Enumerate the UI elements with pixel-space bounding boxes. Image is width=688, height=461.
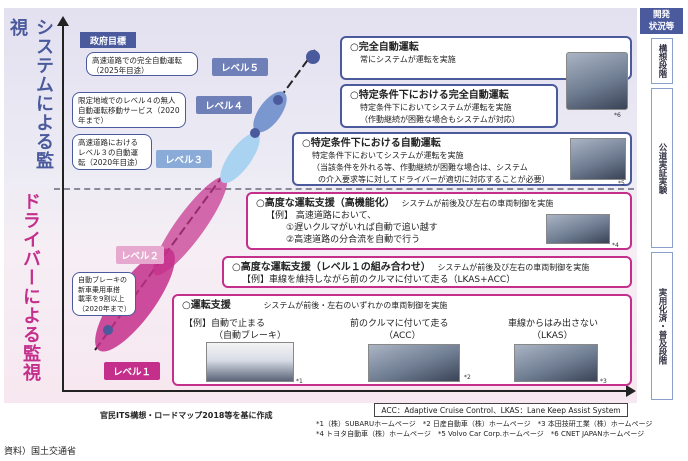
reference-note: 官民ITS構想・ロードマップ2018等を基に作成 bbox=[100, 411, 273, 420]
level4-box: ○特定条件下における完全自動運転 特定条件下においてシステムが運転を実施 （作動… bbox=[340, 84, 558, 128]
level2a-example: 【例】 高速道路において、 bbox=[266, 211, 377, 221]
level5-dot bbox=[306, 50, 320, 64]
level5-footnote: *6 bbox=[614, 112, 621, 119]
level2b-title: ○高度な運転支援（レベル１の組み合わせ） bbox=[232, 262, 431, 273]
level2a-example1: ①遅いクルマがいれば自動で追い越す bbox=[286, 223, 438, 233]
dev-status-public-road: 公道実証実験 bbox=[651, 88, 673, 248]
abbreviation-note: ACC：Adaptive Cruise Control、LKAS：Lane Ke… bbox=[374, 403, 628, 417]
gov-target-level5-callout: 高速道路での完全自動運転 （2025年目途） bbox=[86, 52, 198, 76]
level3-footnote: *5 bbox=[618, 180, 625, 187]
level4-desc1: 特定条件下においてシステムが運転を実施 bbox=[360, 103, 512, 112]
vertical-axis bbox=[62, 24, 64, 392]
level4-title: ○特定条件下における完全自動運転 bbox=[350, 90, 509, 101]
level2a-box: ○高度な運転支援（高機能化） システムが前後及び左右の車両制御を実施 【例】 高… bbox=[246, 192, 632, 250]
level2a-footnote: *4 bbox=[612, 242, 619, 249]
system-monitoring-axis: システムによる監視 bbox=[7, 18, 54, 186]
level1-example-a1: 【例】自動で止まる bbox=[184, 319, 266, 329]
level1-photo-lkas bbox=[514, 344, 598, 382]
dev-status-concept: 構想段階 bbox=[651, 38, 673, 84]
level2a-title: ○高度な運転支援（高機能化） bbox=[256, 198, 395, 209]
level1-photo-acc bbox=[368, 344, 460, 382]
level1-photo-brake bbox=[206, 342, 294, 382]
gov-target-level4-callout: 限定地域でのレベル４の無人 自動運転移動サービス（2020 年まで） bbox=[72, 92, 186, 128]
level3-desc3: の介入要求等に対してドライバーが適切に対応することが必要） bbox=[318, 175, 550, 184]
level1-example-b2: （ACC） bbox=[384, 331, 421, 341]
level1-title: ○運転支援 bbox=[182, 300, 231, 311]
monitoring-divider bbox=[54, 188, 634, 190]
level1-example-c2: （LKAS） bbox=[532, 331, 573, 341]
driver-monitoring-axis: ドライバーによる監視 bbox=[8, 192, 52, 382]
system-monitoring-label: システムによる監視 bbox=[7, 18, 54, 170]
level4-dot bbox=[273, 95, 283, 105]
dev-status-header: 開発 状況等 bbox=[640, 8, 683, 34]
level1-footnote3: *3 bbox=[600, 378, 607, 385]
gov-target-level3-callout: 高速道路における レベル３の自動運 転（2020年目途） bbox=[72, 134, 152, 170]
level1-badge: レベル１ bbox=[104, 362, 160, 380]
dev-status-concept-label: 構想段階 bbox=[657, 44, 667, 78]
level4-desc2: （作動継続が困難な場合もシステムが対応） bbox=[360, 115, 520, 124]
vertical-axis-arrow bbox=[57, 16, 69, 26]
dev-status-public-road-label: 公道実証実験 bbox=[657, 142, 667, 194]
level2a-desc: システムが前後及び左右の車両制御を実施 bbox=[401, 199, 554, 208]
level1-example-a2: （自動ブレーキ） bbox=[214, 331, 287, 341]
level1-footnote1: *1 bbox=[296, 378, 303, 385]
horizontal-axis bbox=[62, 390, 632, 392]
source-note: 資料）国土交通省 bbox=[4, 447, 77, 457]
level3-title: ○特定条件下における自動運転 bbox=[302, 138, 441, 149]
horizontal-axis-arrow bbox=[626, 385, 636, 397]
level3-dot bbox=[250, 128, 260, 138]
level1-desc: システムが前後・左右のいずれかの車両制御を実施 bbox=[263, 301, 448, 310]
level4-badge: レベル４ bbox=[196, 96, 252, 114]
gov-target-label: 政府目標 bbox=[80, 32, 136, 48]
level3-desc1: 特定条件下においてシステムが運転を実施 bbox=[312, 151, 464, 160]
level2-shape bbox=[152, 176, 228, 276]
level3-badge: レベル３ bbox=[156, 150, 212, 168]
level1-example-c1: 車線からはみ出さない bbox=[508, 319, 599, 329]
level3-shape bbox=[220, 132, 260, 184]
gov-target-brake-callout: 自動ブレーキの 新車乗用車搭 載率を9割以上 （2020年まで） bbox=[72, 272, 136, 316]
level1-dot bbox=[103, 325, 113, 335]
level2b-desc: システムが前後及び左右の車両制御を実施 bbox=[437, 263, 590, 272]
level3-photo bbox=[570, 138, 626, 180]
level2b-example: 【例】車線を維持しながら前のクルマに付いて走る（LKAS+ACC） bbox=[242, 275, 516, 285]
level2b-box: ○高度な運転支援（レベル１の組み合わせ） システムが前後及び左右の車両制御を実施… bbox=[222, 256, 632, 288]
level1-example-b1: 前のクルマに付いて走る bbox=[350, 319, 449, 329]
photo-credits-line1: *1（株）SUBARUホームページ *2 日産自動車（株）ホームページ *3 本… bbox=[316, 420, 653, 428]
level1-footnote2: *2 bbox=[464, 374, 471, 381]
level5-desc: 常にシステムが運転を実施 bbox=[360, 55, 456, 64]
level2-badge: レベル２ bbox=[116, 246, 164, 264]
level5-badge: レベル５ bbox=[212, 58, 268, 76]
level5-title: ○完全自動運転 bbox=[350, 42, 419, 53]
level5-photo bbox=[566, 52, 628, 110]
dev-status-practical-label: 実用化済・普及段階 bbox=[657, 287, 667, 365]
level3-desc2: （当該条件を外れる等、作動継続が困難な場合は、システム bbox=[312, 163, 528, 172]
level2a-photo bbox=[546, 214, 610, 244]
photo-credits-line2: *4 トヨタ自動車（株）ホームページ *5 Volvo Car Corp.ホーム… bbox=[316, 430, 645, 438]
dev-status-practical: 実用化済・普及段階 bbox=[651, 252, 673, 400]
driver-monitoring-label: ドライバーによる監視 bbox=[20, 192, 41, 382]
level2a-example2: ②高速道路の分合流を自動で行う bbox=[286, 235, 421, 245]
